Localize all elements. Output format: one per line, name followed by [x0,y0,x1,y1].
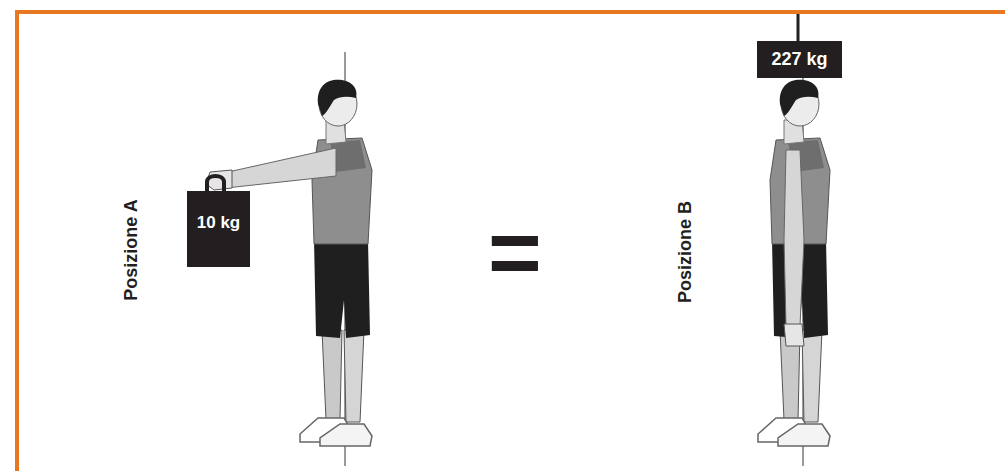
equals-sign: = [488,206,542,298]
hair [318,80,357,116]
suspension-cable [797,14,800,42]
frame-border [15,10,19,471]
hand [784,324,804,346]
arm [226,148,336,188]
weight-label: 227 kg [771,49,827,78]
hair [780,80,819,116]
weight-box: 227 kg [757,41,842,78]
shoe [778,424,830,446]
hand [206,170,232,190]
leg [322,330,342,420]
shoe [320,424,372,446]
shorts [314,240,370,338]
arm [784,150,804,326]
position-label: Posizione A [121,199,139,300]
frame-border [17,10,1005,14]
figure-b [758,14,830,466]
weight-handle [207,176,224,192]
weight-label: 10 kg [197,213,240,267]
frame-border [17,10,1005,471]
position-label: Posizione B [676,201,694,303]
weight-box: 10 kg [187,191,250,267]
leg [802,330,822,422]
leg [344,330,364,422]
